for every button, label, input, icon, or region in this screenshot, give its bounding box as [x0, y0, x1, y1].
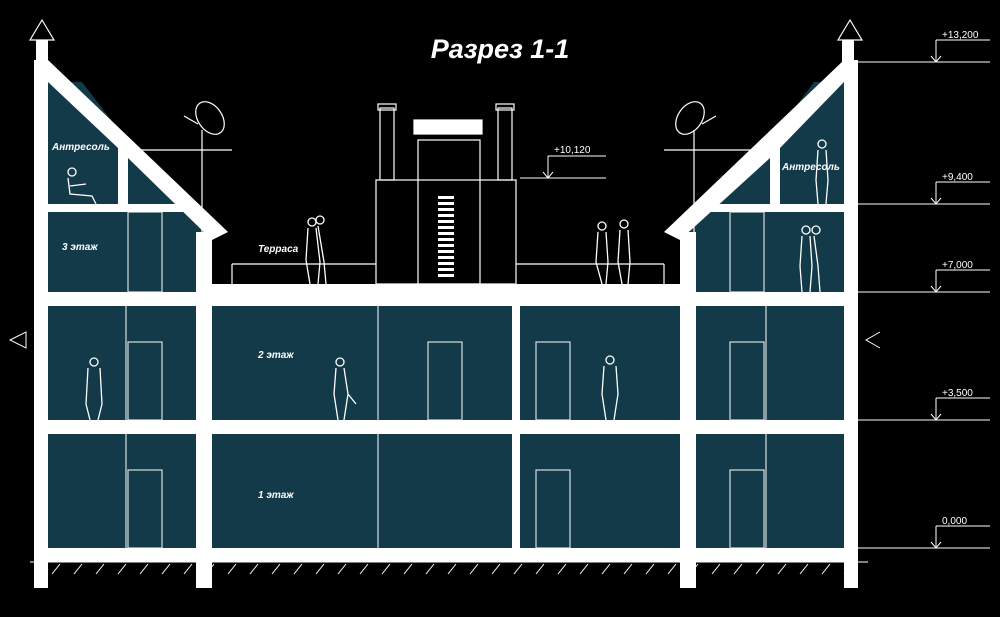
person-icon — [601, 355, 619, 421]
stair-step — [438, 208, 454, 211]
room-label-attic-left: Антресоль — [51, 142, 110, 153]
structure — [34, 40, 858, 588]
room-label-floor1: 1 этаж — [258, 490, 294, 501]
stair-step — [438, 202, 454, 205]
elevation-markers — [8, 39, 990, 549]
stair-steps — [438, 196, 454, 277]
stair-step — [438, 274, 454, 277]
elevation-0: 0,000 — [942, 516, 967, 527]
doors — [125, 211, 767, 549]
satellite-dish-icon — [183, 101, 717, 284]
elevation-10120: +10,120 — [554, 145, 591, 156]
stair-step — [438, 226, 454, 229]
person-figures — [67, 139, 829, 421]
stair-tower — [130, 103, 766, 285]
person-icon — [595, 221, 609, 285]
chimney-caps — [28, 18, 864, 41]
person-icon — [333, 357, 357, 421]
room-label-attic-right: Антресоль — [781, 162, 840, 173]
stair-step — [438, 238, 454, 241]
room-label-floor2: 2 этаж — [257, 350, 294, 361]
person-icon — [617, 219, 631, 285]
room-label-floor3: 3 этаж — [62, 242, 98, 253]
stair-step — [438, 262, 454, 265]
person-icon — [815, 139, 829, 205]
stair-step — [438, 268, 454, 271]
stair-step — [438, 244, 454, 247]
room-fills — [48, 82, 844, 548]
stair-step — [438, 214, 454, 217]
stair-step — [438, 250, 454, 253]
person-icon — [811, 225, 821, 293]
room-label-terrace: Терраса — [258, 244, 299, 255]
stair-step — [438, 220, 454, 223]
stair-step — [438, 196, 454, 199]
elevation-13200: +13,200 — [942, 30, 979, 41]
elevation-7000: +7,000 — [942, 260, 973, 271]
drawing-title: Разрез 1-1 — [430, 34, 570, 64]
person-icon — [315, 215, 327, 285]
elevation-3500: +3,500 — [942, 388, 973, 399]
stair-step — [438, 232, 454, 235]
elevation-9400: +9,400 — [942, 172, 973, 183]
person-icon — [799, 225, 813, 293]
person-icon — [85, 357, 103, 421]
person-icon — [67, 167, 97, 205]
ground-hatch — [30, 561, 868, 575]
stair-step — [438, 256, 454, 259]
